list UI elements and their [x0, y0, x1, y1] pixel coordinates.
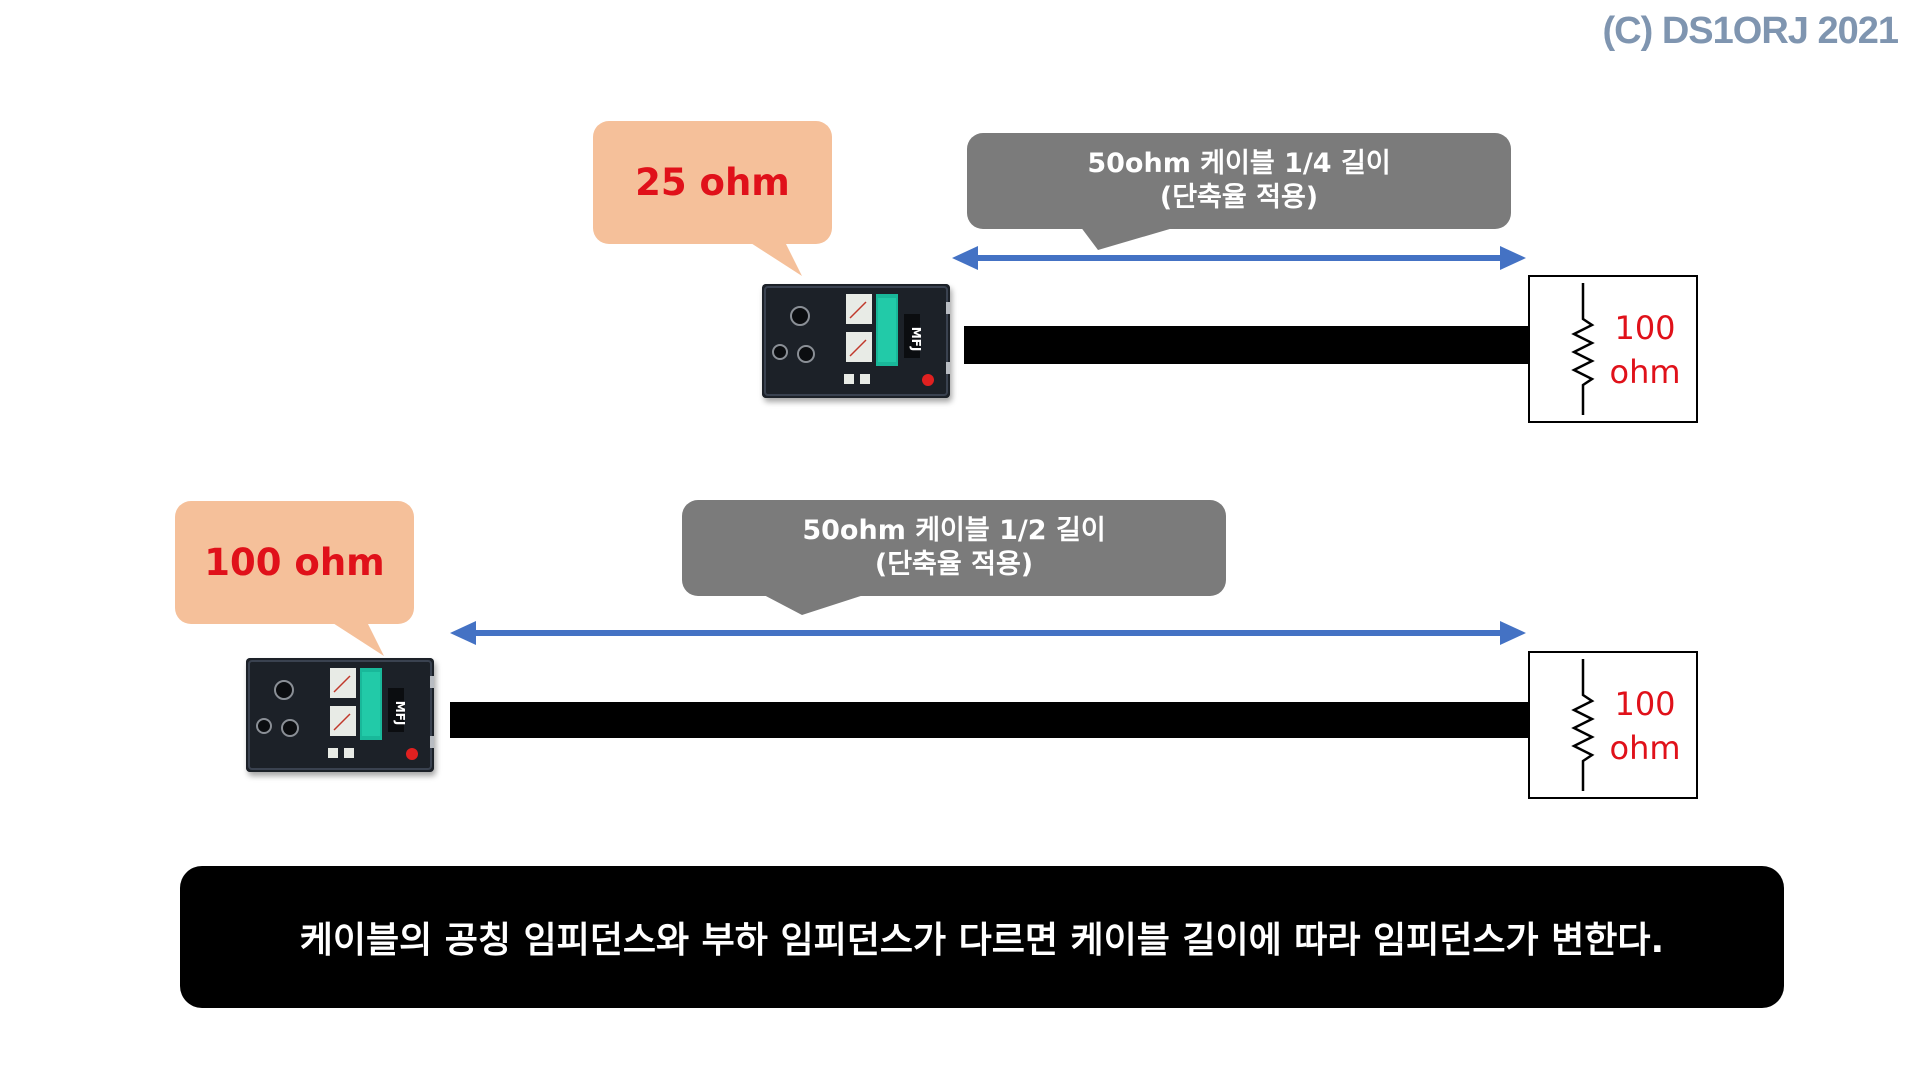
measured-impedance-bubble: 100 ohm: [175, 501, 414, 624]
antenna-analyzer-device-icon: MFJ: [762, 284, 950, 398]
diagram-half-wave: 100 ohm 50ohm 케이블 1/2 길이 (단축율 적용) MFJ: [0, 440, 1920, 840]
load-box: [1528, 651, 1698, 799]
resistor-icon: [1571, 659, 1595, 791]
cable-bubble-tail: [760, 593, 870, 615]
cable-length-label: 50ohm 케이블 1/4 길이: [1087, 148, 1391, 179]
cable-bubble-tail: [1080, 226, 1180, 250]
load-unit: ohm: [1609, 729, 1681, 767]
cable-length-bubble: 50ohm 케이블 1/2 길이 (단축율 적용): [682, 500, 1226, 596]
cable-length-bubble: 50ohm 케이블 1/4 길이 (단축율 적용): [967, 133, 1511, 229]
load-box: [1528, 275, 1698, 423]
load-value: 100: [1614, 685, 1676, 723]
copyright-text: (C) DS1ORJ 2021: [1602, 10, 1899, 52]
coax-cable: [964, 326, 1530, 364]
cable-length-label: 50ohm 케이블 1/2 길이: [802, 515, 1106, 546]
load-impedance-label: 100 ohm: [1600, 682, 1690, 770]
antenna-analyzer-device-icon: MFJ: [246, 658, 434, 772]
length-arrow: [450, 621, 1526, 645]
resistor-icon: [1571, 283, 1595, 415]
measured-bubble-tail: [740, 236, 802, 276]
measured-impedance-label: 25 ohm: [635, 161, 790, 204]
coax-cable: [450, 702, 1530, 738]
diagram-quarter-wave: 25 ohm 50ohm 케이블 1/4 길이 (단축율 적용) MFJ: [0, 0, 1920, 440]
length-arrow: [952, 246, 1526, 270]
cable-length-note: (단축율 적용): [1159, 182, 1319, 213]
caption-banner: 케이블의 공칭 임피던스와 부하 임피던스가 다르면 케이블 길이에 따라 임피…: [180, 866, 1784, 1008]
svg-text:MFJ: MFJ: [393, 701, 407, 726]
load-value: 100: [1614, 309, 1676, 347]
load-impedance-label: 100 ohm: [1600, 306, 1690, 394]
load-unit: ohm: [1609, 353, 1681, 391]
svg-text:MFJ: MFJ: [909, 327, 923, 352]
measured-impedance-bubble: 25 ohm: [593, 121, 832, 244]
caption-text: 케이블의 공칭 임피던스와 부하 임피던스가 다르면 케이블 길이에 따라 임피…: [299, 920, 1665, 961]
cable-length-note: (단축율 적용): [874, 549, 1034, 580]
measured-impedance-label: 100 ohm: [204, 541, 385, 584]
measured-bubble-tail: [322, 616, 384, 656]
